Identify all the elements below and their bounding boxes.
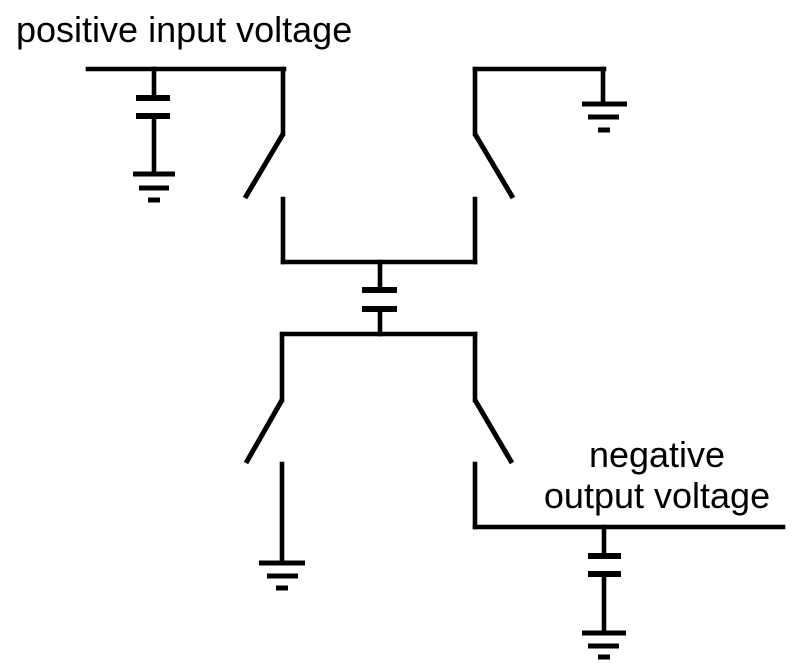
label-line-output-voltage: output voltage — [543, 475, 771, 516]
switch-bottom-left — [243, 331, 285, 563]
label-negative-output-voltage: negative output voltage — [507, 434, 800, 516]
input-capacitor — [136, 66, 170, 176]
bottom-left-ground-symbol — [259, 560, 305, 591]
output-capacitor — [588, 524, 621, 635]
switch-top-right — [472, 66, 516, 265]
label-positive-input-voltage: positive input voltage — [16, 9, 353, 50]
top-right-ground-symbol — [582, 101, 627, 133]
switch-top-left — [242, 66, 286, 265]
label-line-negative: negative — [588, 434, 726, 475]
input-ground-symbol — [133, 171, 175, 203]
output-ground-symbol — [582, 630, 626, 660]
flying-capacitor — [362, 259, 397, 337]
switch-bottom-right — [472, 331, 515, 530]
